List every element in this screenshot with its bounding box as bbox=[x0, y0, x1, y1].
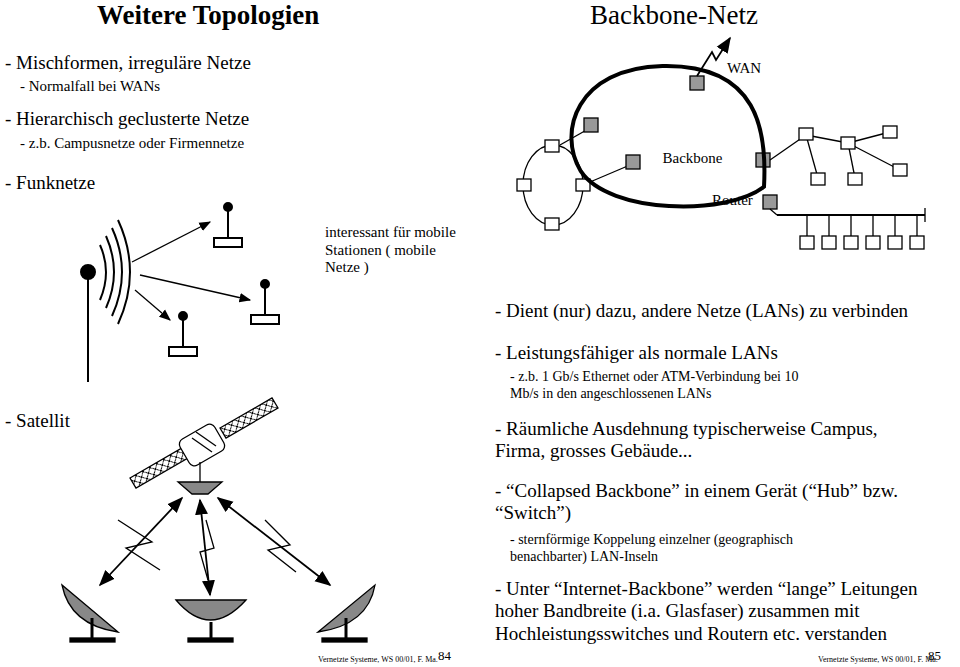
backbone-ring: Backbone bbox=[555, 62, 780, 218]
network-label: WAN bbox=[727, 60, 761, 78]
bullet: - Leistungsfähiger als normale LANs bbox=[495, 342, 778, 364]
sub-bullet: - z.b. 1 Gb/s Ethernet oder ATM-Verbindu… bbox=[510, 369, 800, 402]
page-number: 84 bbox=[438, 648, 451, 663]
slide-title: Backbone-Netz bbox=[590, 0, 758, 32]
backbone-network bbox=[517, 38, 925, 249]
bullet: - “Collapsed Backbone” in einem Gerät (“… bbox=[495, 480, 950, 525]
footer: Vernetzte Systeme, WS 00/01, F. Ma. bbox=[318, 655, 438, 664]
radio-network bbox=[81, 203, 279, 382]
satellite-dishes bbox=[62, 498, 375, 642]
sub-bullet: - Normalfall bei WANs bbox=[20, 78, 160, 96]
node-label: Backbone bbox=[605, 150, 780, 167]
bullet: - Dient (nur) dazu, andere Netze (LANs) … bbox=[495, 300, 908, 322]
sub-bullet: - sternförmige Koppelung einzelner (geog… bbox=[510, 532, 855, 565]
sub-bullet: - z.b. Campusnetze oder Firmennetze bbox=[20, 135, 244, 153]
page-number: 85 bbox=[928, 648, 941, 663]
bullet: - Satellit bbox=[5, 410, 70, 432]
satellite bbox=[130, 398, 278, 494]
ring-outline bbox=[555, 62, 770, 218]
note: interessant für mobile Stationen ( mobil… bbox=[325, 224, 460, 277]
bullet: - Mischformen, irreguläre Netze bbox=[5, 52, 251, 74]
slide-title: Weitere Topologien bbox=[97, 0, 319, 32]
bullet: - Funknetze bbox=[5, 172, 95, 194]
footer: Vernetzte Systeme, WS 00/01, F. Ma. bbox=[818, 655, 938, 664]
bullet: - Räumliche Ausdehnung typischerweise Ca… bbox=[495, 418, 925, 463]
bullet: - Hierarchisch geclusterte Netze bbox=[5, 108, 249, 130]
bullet: - Unter “Internet-Backbone” werden “lang… bbox=[495, 578, 955, 645]
